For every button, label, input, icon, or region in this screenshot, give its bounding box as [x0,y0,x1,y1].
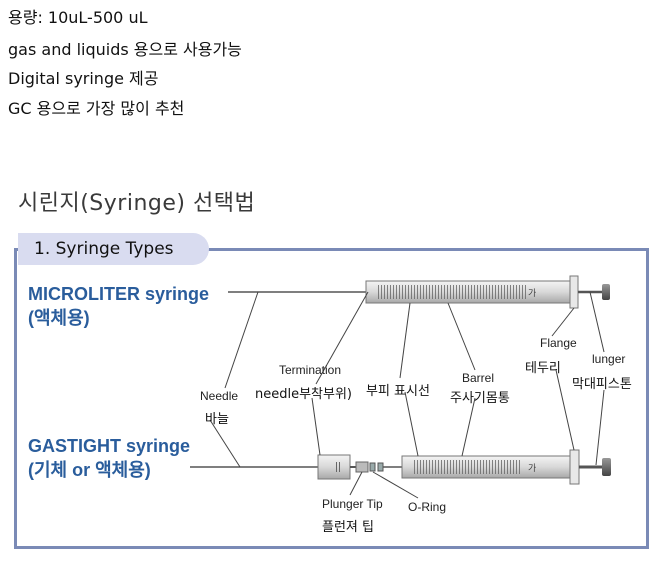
gastight-plunger-knob [602,458,611,476]
microliter-syringe-sublabel: (액체용) [28,308,90,328]
spec-usage: gas and liquids 용으로 사용가능 [8,40,242,59]
microliter-plunger-knob [602,284,610,300]
plunger-tip-label-ko: 플런져 팁 [322,520,374,535]
gastight-flange [569,449,580,485]
spec-digital: Digital syringe 제공 [8,69,159,88]
syringe-diagram-frame [14,248,649,549]
microliter-flange [569,275,579,309]
gastight-syringe-label: GASTIGHT syringe [28,436,191,456]
gastight-o-ring-2 [377,462,384,472]
gastight-barrel-mark: 가 [528,463,536,474]
flange-label: Flange [540,336,577,350]
gastight-plunger-tip [355,461,369,473]
plunger-label-ko: 막대피스톤 [572,377,632,392]
gastight-o-ring [369,462,376,472]
callout-lines [209,291,605,499]
section-title: 시린지(Syringe) 선택법 [18,191,256,216]
barrel-label: Barrel [462,371,495,385]
spec-gc: GC 용으로 가장 많이 추천 [8,99,185,118]
plunger-label: lunger [592,352,626,366]
gastight-syringe: 가 [190,449,611,485]
graduation-label-ko: 부피 표시선 [366,384,430,399]
syringe-types-tab: 1. Syringe Types [18,233,209,265]
o-ring-label: O-Ring [408,500,447,514]
spec-capacity: 용량: 10uL-500 uL [8,8,148,27]
needle-label: Needle [200,389,239,403]
termination-label: Termination [279,363,342,377]
microliter-barrel-mark: 가 [528,288,536,299]
gastight-termination-thread [334,462,342,472]
microliter-syringe-label: MICROLITER syringe [28,284,210,304]
needle-label-ko: 바늘 [205,412,229,427]
flange-label-ko: 테두리 [525,361,561,376]
barrel-label-ko: 주사기몸통 [450,391,510,406]
gastight-syringe-sublabel: (기체 or 액체용) [28,460,151,480]
plunger-tip-label: Plunger Tip [322,497,383,511]
gastight-graduations [412,460,522,474]
termination-label-ko: needle부착부위) [255,387,353,402]
microliter-syringe: 가 [228,275,610,309]
microliter-graduations [378,285,526,299]
